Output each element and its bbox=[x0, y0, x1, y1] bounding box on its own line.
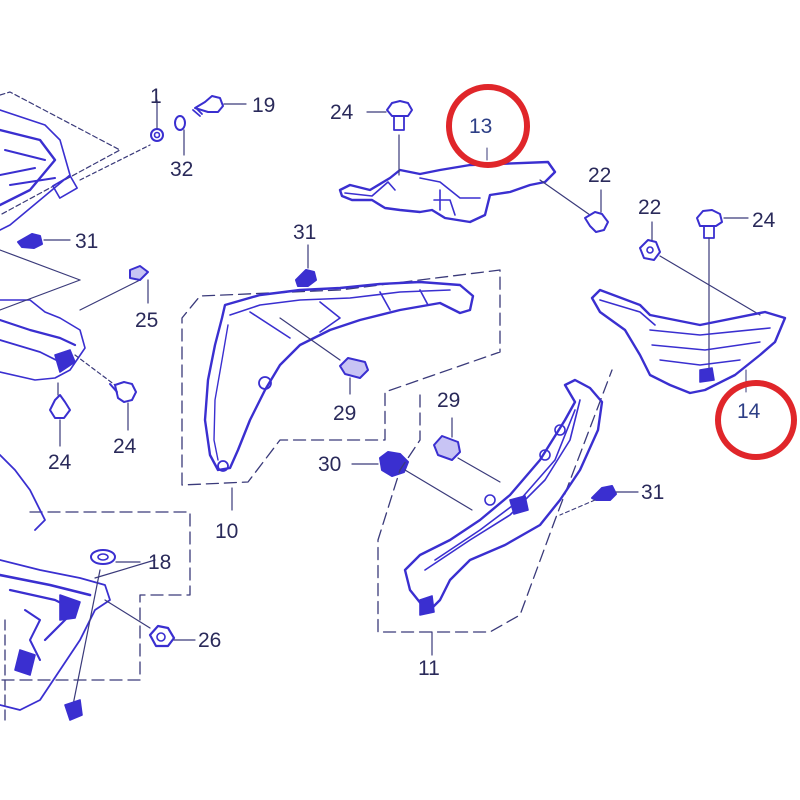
callout-24-top: 24 bbox=[330, 101, 354, 124]
callout-18: 18 bbox=[148, 551, 172, 574]
part-10-trim bbox=[181, 269, 501, 511]
callout-32: 32 bbox=[170, 158, 194, 181]
fastener-18-washer bbox=[90, 549, 141, 565]
callout-31-right: 31 bbox=[641, 481, 665, 504]
callout-29-a: 29 bbox=[333, 402, 357, 425]
fastener-1-nut bbox=[150, 99, 164, 142]
callout-24-left-b: 24 bbox=[113, 435, 137, 458]
callout-25: 25 bbox=[135, 309, 159, 332]
fastener-24-bolt-top bbox=[366, 100, 413, 131]
callout-29-b: 29 bbox=[437, 389, 461, 412]
fastener-24-bolt-left-b bbox=[109, 381, 137, 431]
fastener-22-screw-a bbox=[584, 189, 609, 233]
callout-24-right: 24 bbox=[752, 209, 776, 232]
fastener-31-screw-left bbox=[17, 233, 71, 249]
callout-1: 1 bbox=[150, 85, 162, 108]
fastener-31-screw-mid bbox=[295, 244, 317, 287]
callout-22-a: 22 bbox=[588, 164, 612, 187]
callout-19: 19 bbox=[252, 94, 276, 117]
callout-24-left-a: 24 bbox=[48, 451, 72, 474]
callout-31-left: 31 bbox=[75, 230, 99, 253]
callout-30: 30 bbox=[318, 453, 342, 476]
left-upper-assembly bbox=[0, 91, 151, 231]
part-11-trim bbox=[377, 369, 613, 656]
fastener-25-clip bbox=[129, 265, 149, 304]
part-14-cover bbox=[590, 288, 787, 395]
fastener-30-nut bbox=[351, 451, 473, 511]
fastener-19-bolt bbox=[192, 95, 247, 117]
fastener-32-washer bbox=[174, 115, 186, 156]
fastener-26-nut bbox=[148, 624, 196, 648]
fastener-22-screw-b bbox=[639, 221, 761, 316]
fastener-29-clip-a bbox=[339, 357, 369, 395]
fastener-24-bolt-left-a bbox=[49, 382, 71, 447]
callout-10: 10 bbox=[215, 520, 239, 543]
callout-31-mid: 31 bbox=[293, 221, 317, 244]
callout-11: 11 bbox=[418, 657, 440, 680]
callout-22-b: 22 bbox=[638, 196, 662, 219]
fastener-29-clip-b bbox=[433, 417, 501, 483]
fastener-24-bolt-right bbox=[696, 209, 749, 381]
part-13-bracket bbox=[338, 134, 591, 224]
callout-26: 26 bbox=[198, 629, 222, 652]
highlight-circle-14 bbox=[715, 380, 797, 460]
left-lower-assembly bbox=[0, 454, 191, 721]
highlight-circle-13 bbox=[446, 84, 530, 168]
left-middle-assembly bbox=[0, 249, 141, 386]
fastener-31-screw-right bbox=[559, 485, 639, 516]
